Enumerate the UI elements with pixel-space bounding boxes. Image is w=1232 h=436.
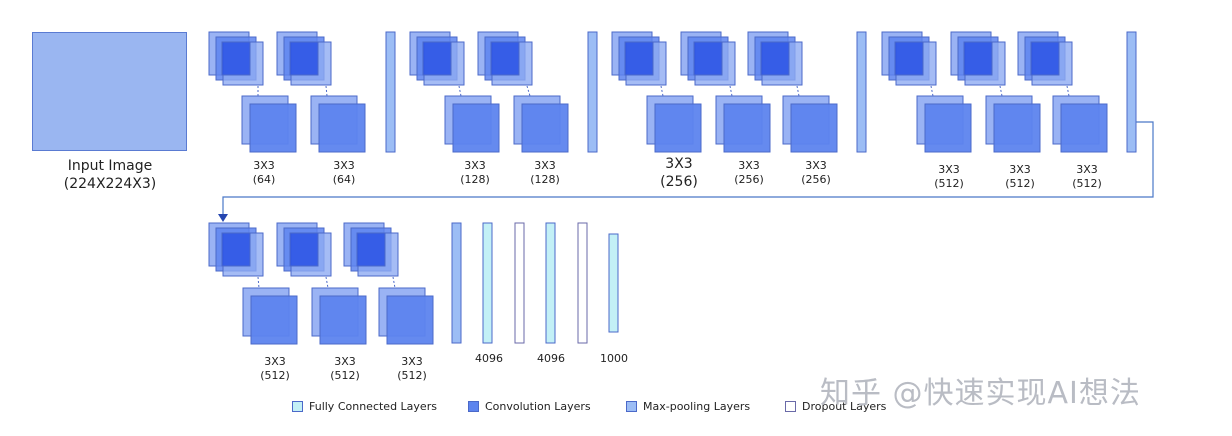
conv-b3-3-link: [796, 85, 800, 97]
pool-b3: [856, 31, 867, 153]
fc3-bar: [608, 233, 619, 333]
pool-b4: [1126, 31, 1137, 153]
conv-b4-3-bottom-front: [1060, 103, 1108, 153]
input-label-text: Input Image: [67, 158, 153, 174]
legend-dropout: Dropout Layers: [785, 398, 886, 414]
fc2-label: 4096: [537, 352, 565, 365]
conv-b5-2-link: [325, 276, 329, 289]
input-image-label: Input Image(224X224X3): [30, 158, 190, 193]
watermark: 知乎 @快速实现AI想法: [820, 376, 1141, 411]
conv-b5-1-link: [257, 276, 260, 289]
conv-b5-1-top-core: [221, 232, 251, 267]
conv-b3-3-top-core: [760, 41, 790, 76]
conv-b3-3-bottom-front: [790, 103, 838, 153]
conv-b4-1-bottom-front: [924, 103, 972, 153]
legend-pool-swatch: [626, 400, 637, 412]
conv-b2-2-top-core: [490, 41, 520, 76]
conv-b3-1-top-core: [624, 41, 654, 76]
legend-fc-swatch: [292, 400, 303, 412]
conv-label-b2-2: 3X3(128): [530, 159, 560, 186]
conv-b2-2-link: [526, 85, 531, 97]
conv-b5-3-bottom-front: [386, 295, 434, 345]
arrow-head-icon: [218, 214, 228, 222]
legend-conv-swatch: [468, 400, 479, 412]
fc2-bar: [545, 222, 556, 344]
conv-b1-2-link: [325, 85, 328, 97]
dropout2-bar: [577, 222, 588, 344]
legend-dropout-swatch: [785, 400, 796, 412]
conv-b2-1-link: [458, 85, 462, 97]
conv-label-b4-1: 3X3(512): [934, 163, 964, 190]
dropout1-bar: [514, 222, 525, 344]
pool-b5: [451, 222, 462, 344]
conv-b3-2-link: [729, 85, 733, 97]
legend-fc: Fully Connected Layers: [292, 398, 437, 414]
legend-dropout-label: Dropout Layers: [802, 399, 887, 413]
conv-b5-2-top-core: [289, 232, 319, 267]
conv-b4-1-top-core: [894, 41, 924, 76]
pool-b1: [385, 31, 396, 153]
conv-b1-2-top-core: [289, 41, 319, 76]
conv-label-b1-2: 3X3(64): [332, 159, 356, 186]
conv-label-b4-2: 3X3(512): [1005, 163, 1035, 190]
conv-b3-1-link: [660, 85, 664, 97]
conv-label-b3-3: 3X3(256): [801, 159, 831, 186]
conv-b4-3-top-core: [1030, 41, 1060, 76]
conv-b1-1-bottom-front: [249, 103, 297, 153]
legend-fc-label: Fully Connected Layers: [309, 399, 437, 413]
fc1-bar: [482, 222, 493, 344]
conv-label-b2-1: 3X3(128): [460, 159, 490, 186]
conv-b1-1-top-core: [221, 41, 251, 76]
conv-b1-2-bottom-front: [318, 103, 366, 153]
conv-label-b1-1: 3X3(64): [252, 159, 276, 186]
fc1-label: 4096: [475, 352, 503, 365]
legend-pool-label: Max-pooling Layers: [643, 399, 751, 413]
input-size-text: (224X224X3): [63, 175, 157, 192]
conv-b5-1-bottom-front: [250, 295, 298, 345]
conv-b2-1-top-core: [422, 41, 452, 76]
conv-label-b3-2: 3X3(256): [734, 159, 764, 186]
pool-b2: [587, 31, 598, 153]
input-image-box: [32, 32, 187, 151]
conv-b5-3-link: [392, 276, 396, 289]
conv-b2-1-bottom-front: [452, 103, 500, 153]
conv-b4-2-top-core: [963, 41, 993, 76]
conv-b3-1-bottom-front: [654, 103, 702, 153]
row-connector-line: [222, 121, 1154, 215]
conv-b4-2-link: [999, 85, 1003, 97]
conv-b4-1-link: [930, 85, 934, 97]
legend-conv: Convolution Layers: [468, 398, 591, 414]
conv-label-b4-3: 3X3(512): [1072, 163, 1102, 190]
legend-pool: Max-pooling Layers: [626, 398, 750, 414]
conv-b2-2-bottom-front: [521, 103, 569, 153]
conv-label-b5-1: 3X3(512): [260, 355, 290, 382]
conv-label-b3-1: 3X3(256): [660, 156, 698, 190]
conv-label-b5-2: 3X3(512): [330, 355, 360, 382]
legend-conv-label: Convolution Layers: [485, 399, 591, 413]
conv-b3-2-bottom-front: [723, 103, 771, 153]
conv-b5-2-bottom-front: [319, 295, 367, 345]
fc3-label: 1000: [600, 352, 628, 365]
conv-b5-3-top-core: [356, 232, 386, 267]
conv-b3-2-top-core: [693, 41, 723, 76]
conv-b4-2-bottom-front: [993, 103, 1041, 153]
conv-label-b5-3: 3X3(512): [397, 355, 427, 382]
conv-b4-3-link: [1066, 85, 1070, 97]
